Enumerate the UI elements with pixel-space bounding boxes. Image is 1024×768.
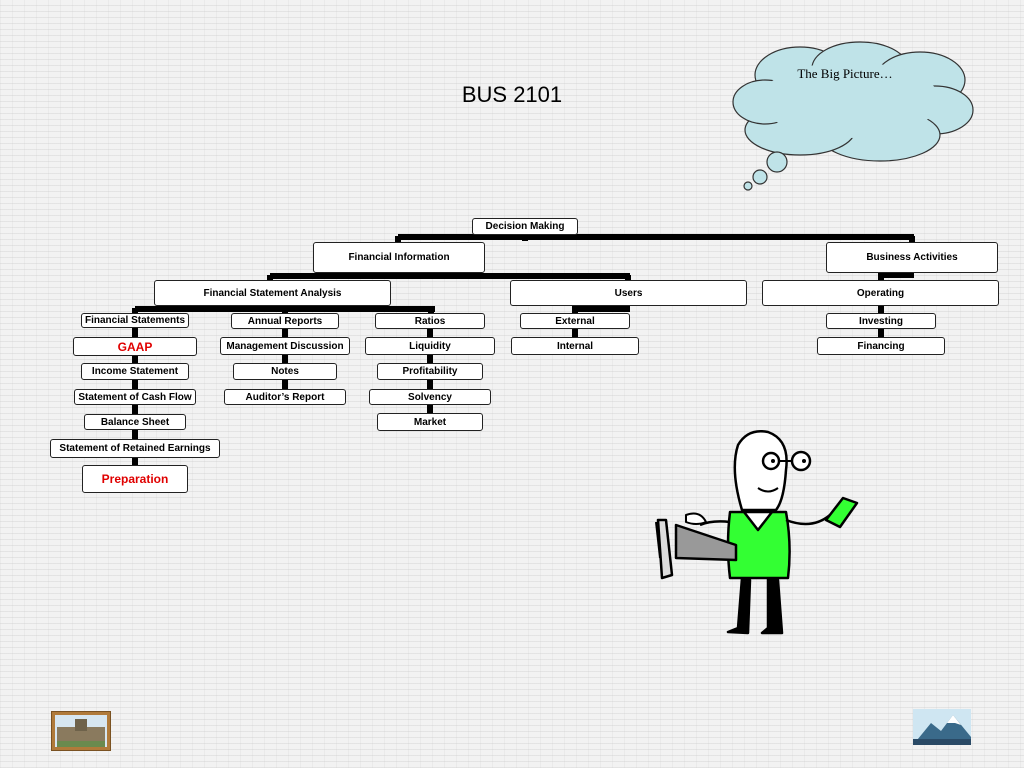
node-financial-statements: Financial Statements	[81, 313, 189, 328]
node-investing: Investing	[826, 313, 936, 329]
node-statement-of-retained-earnings: Statement of Retained Earnings	[50, 439, 220, 458]
node-users: Users	[510, 280, 747, 306]
connector	[282, 354, 288, 364]
thought-bubble-text: The Big Picture…	[797, 66, 893, 81]
node-auditor-s-report: Auditor’s Report	[224, 389, 346, 405]
node-market: Market	[377, 413, 483, 431]
node-profitability: Profitability	[377, 363, 483, 380]
node-decision-making: Decision Making	[472, 218, 578, 235]
node-financial-information: Financial Information	[313, 242, 485, 273]
connector	[572, 328, 578, 338]
connector	[878, 328, 884, 338]
node-notes: Notes	[233, 363, 337, 380]
connector	[132, 457, 138, 466]
connector	[132, 379, 138, 390]
node-business-activities: Business Activities	[826, 242, 998, 273]
node-external: External	[520, 313, 630, 329]
node-balance-sheet: Balance Sheet	[84, 414, 186, 430]
node-annual-reports: Annual Reports	[231, 313, 339, 329]
connector	[427, 404, 433, 414]
node-gaap: GAAP	[73, 337, 197, 356]
node-income-statement: Income Statement	[81, 363, 189, 380]
mountain-image	[913, 709, 971, 745]
slide-title: BUS 2101	[461, 82, 563, 107]
connector	[132, 404, 138, 415]
node-operating: Operating	[762, 280, 999, 306]
campus-building-image	[51, 711, 111, 751]
node-internal: Internal	[511, 337, 639, 355]
connector	[427, 379, 433, 390]
connector	[282, 379, 288, 390]
connector	[132, 429, 138, 440]
connector	[132, 327, 138, 338]
node-financing: Financing	[817, 337, 945, 355]
node-financial-statement-analysis: Financial Statement Analysis	[154, 280, 391, 306]
node-statement-of-cash-flow: Statement of Cash Flow	[74, 389, 196, 405]
connector	[132, 355, 138, 364]
connector	[427, 354, 433, 364]
node-solvency: Solvency	[369, 389, 491, 405]
connector	[282, 328, 288, 338]
node-preparation: Preparation	[82, 465, 188, 493]
connector	[427, 328, 433, 338]
node-liquidity: Liquidity	[365, 337, 495, 355]
node-ratios: Ratios	[375, 313, 485, 329]
node-management-discussion: Management Discussion	[220, 337, 350, 355]
